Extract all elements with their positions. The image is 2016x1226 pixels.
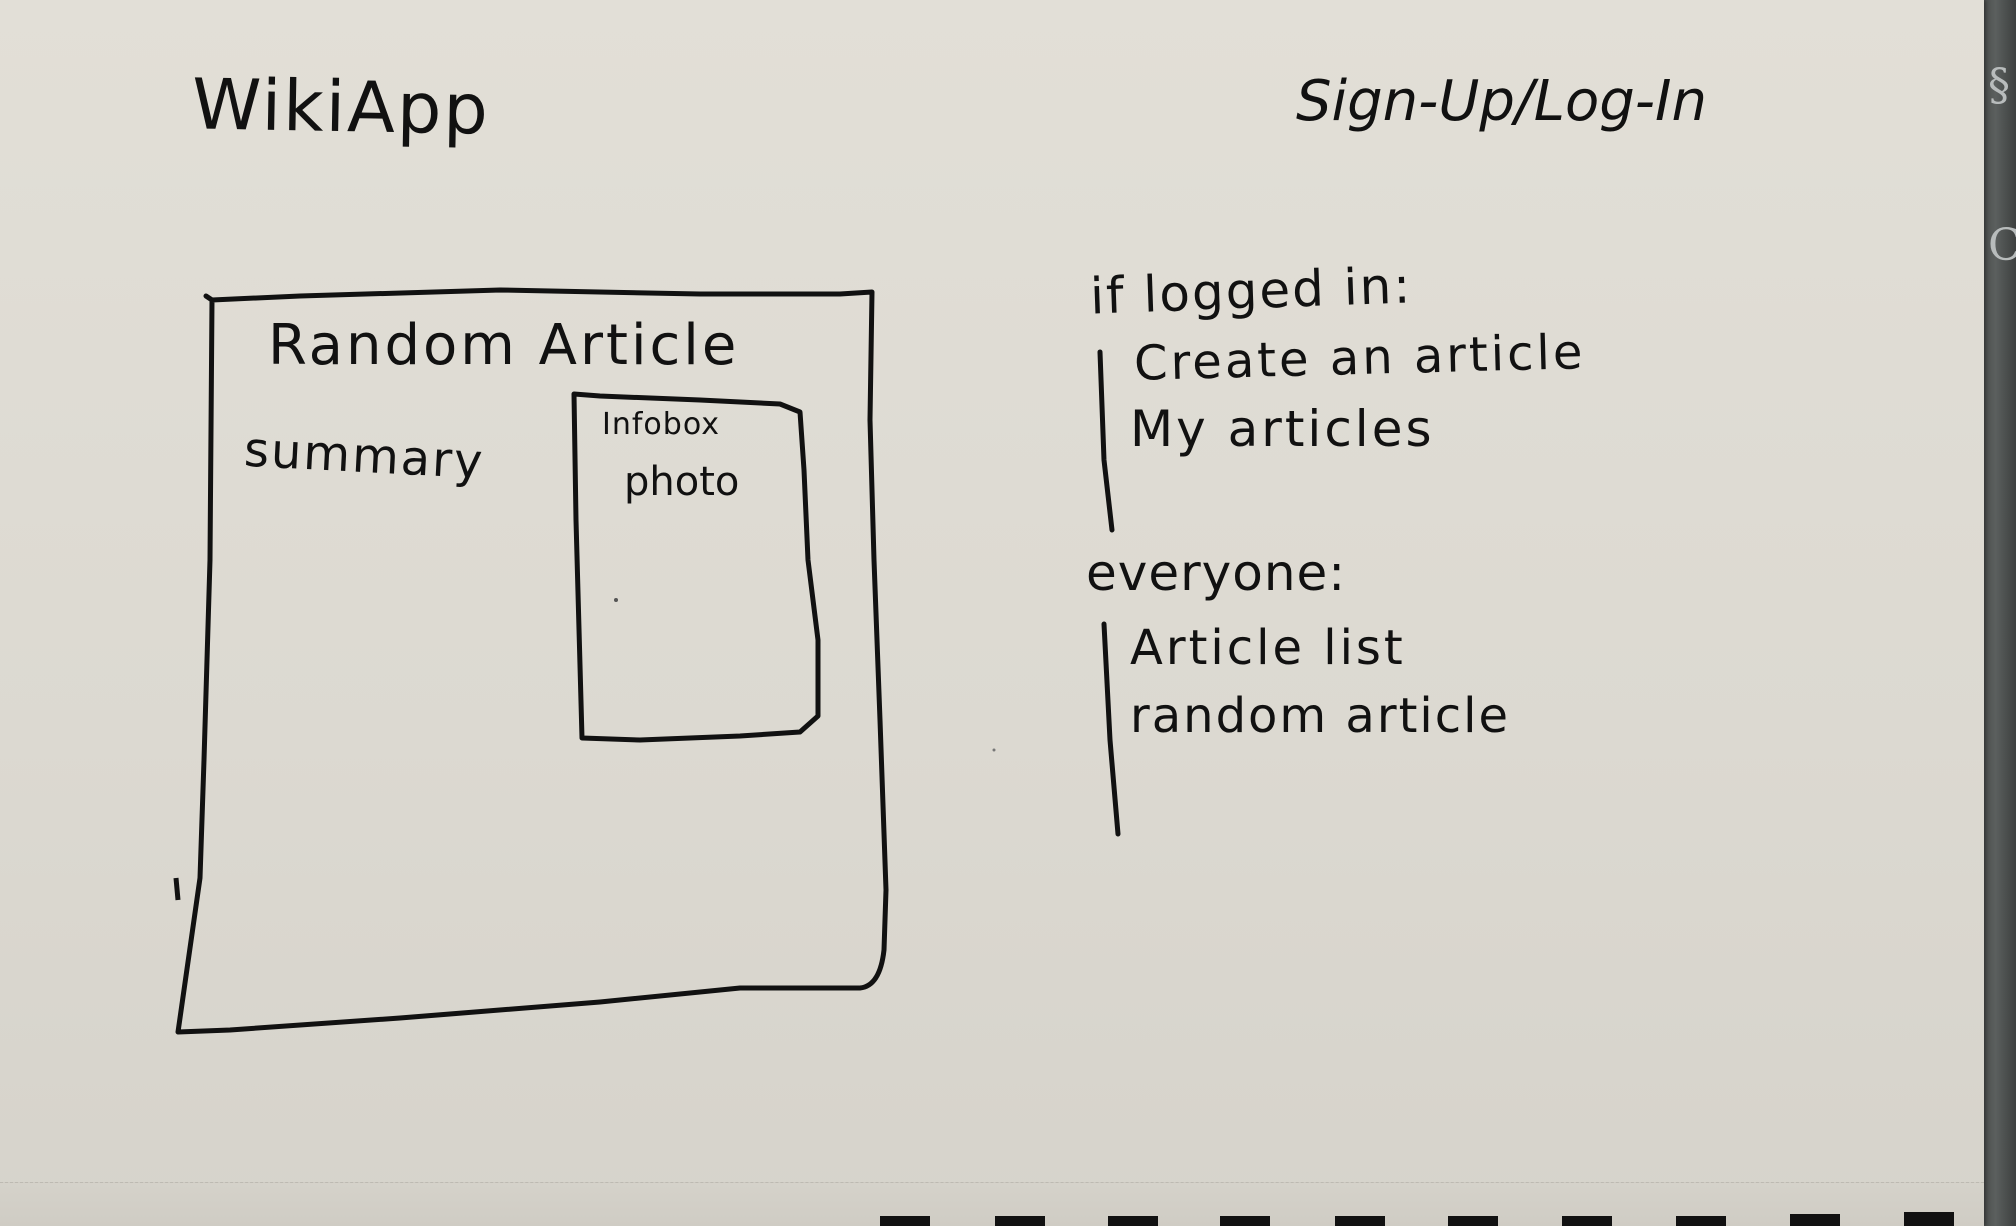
article-title: Random Article: [268, 313, 740, 378]
menu-item-random-article[interactable]: random article: [1130, 688, 1510, 744]
app-title: WikiApp: [191, 63, 491, 151]
logged-in-heading: if logged in:: [1089, 256, 1414, 326]
desk-background: § C: [1982, 0, 2016, 1226]
menu-item-article-list[interactable]: Article list: [1130, 620, 1406, 676]
everyone-bar: [1101, 621, 1121, 837]
paper-bottom-edge: [0, 1182, 1984, 1226]
article-summary: summary: [242, 421, 486, 491]
menu-item-my-articles[interactable]: My articles: [1130, 400, 1435, 458]
article-box-outline: [175, 287, 889, 1035]
everyone-heading: everyone:: [1086, 544, 1347, 602]
infobox-outline: [571, 391, 821, 743]
logged-in-bar: [1097, 349, 1115, 533]
auth-link[interactable]: Sign-Up/Log-In: [1296, 69, 1707, 134]
menu-item-create-article[interactable]: Create an article: [1133, 324, 1587, 392]
infobox-photo: photo: [624, 459, 740, 505]
infobox-title: Infobox: [602, 407, 721, 442]
notebook-binding: [880, 1212, 1954, 1226]
